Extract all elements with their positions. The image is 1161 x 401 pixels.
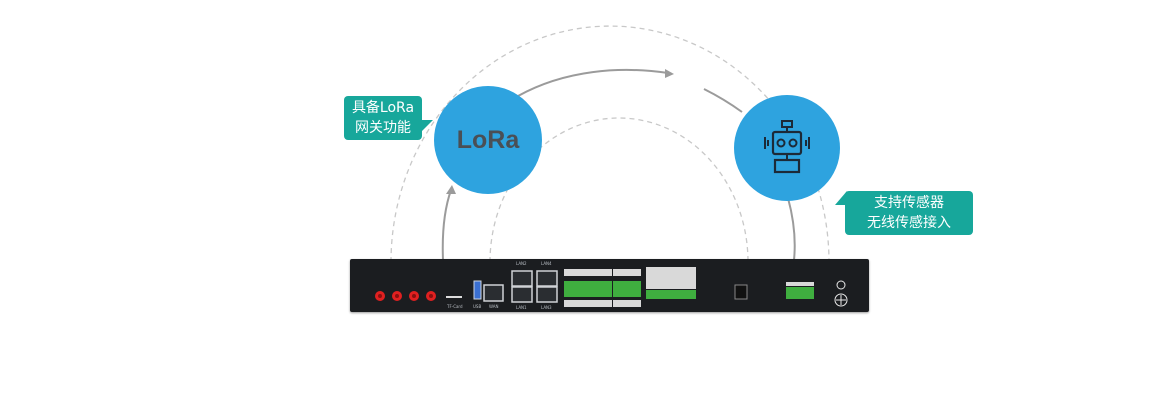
top-arrow-head bbox=[665, 69, 674, 78]
lan-ports-top bbox=[511, 270, 533, 287]
terminal-block-left bbox=[564, 269, 612, 307]
callout-right-line1: 支持传感器 bbox=[874, 195, 944, 211]
wan-label: WAN bbox=[489, 304, 499, 309]
tf-card-slot bbox=[446, 296, 462, 298]
ground-symbol-icon bbox=[834, 280, 848, 307]
power-terminal bbox=[786, 287, 814, 299]
lan-ports-bottom bbox=[511, 286, 533, 303]
callout-left-line1: 具备LoRa bbox=[351, 100, 415, 116]
antenna-port-icon bbox=[375, 291, 436, 301]
lora-node: LoRa bbox=[434, 86, 542, 194]
right-solid-arc bbox=[703, 88, 743, 113]
right-down-arc bbox=[787, 197, 796, 261]
lan2-label: LAN2 bbox=[516, 261, 527, 266]
usb-label: USB bbox=[473, 304, 482, 309]
callout-lora-gateway: 具备LoRa 网关功能 bbox=[344, 96, 433, 140]
sensor-node bbox=[734, 95, 840, 201]
callout-right-line2: 无线传感接入 bbox=[867, 215, 951, 231]
top-arrow-arc bbox=[517, 68, 669, 97]
usb-port bbox=[473, 280, 482, 300]
lan4-label: LAN4 bbox=[541, 261, 552, 266]
robot-sensor-icon bbox=[764, 120, 810, 174]
terminal-block-middle bbox=[613, 269, 641, 307]
tf-card-label: TF-Card bbox=[447, 304, 463, 309]
up-arrow-arc bbox=[441, 189, 452, 261]
power-switch bbox=[734, 284, 748, 300]
wan-port bbox=[483, 284, 504, 302]
inner-dashed-arc bbox=[489, 117, 749, 263]
callout-sensor-support: 支持传感器 无线传感接入 bbox=[835, 191, 973, 235]
lora-node-label: LoRa bbox=[456, 125, 520, 154]
device-front-panel bbox=[375, 267, 848, 307]
up-arrow-head bbox=[446, 185, 456, 194]
terminal-block-right bbox=[646, 267, 696, 299]
callout-left-line2: 网关功能 bbox=[355, 120, 411, 136]
lan1-label: LAN1 bbox=[516, 305, 527, 310]
lan3-label: LAN3 bbox=[541, 305, 552, 310]
gateway-device: TF-Card USB WAN LAN2 LAN4 LAN1 LAN3 bbox=[350, 259, 869, 312]
